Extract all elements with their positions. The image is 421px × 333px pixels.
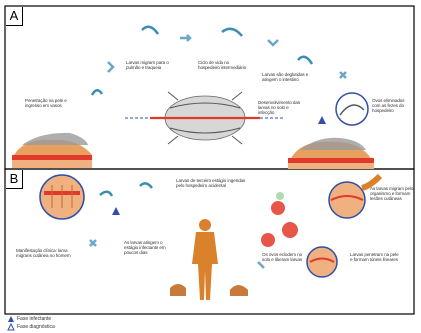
label-a-soil-development: Desenvolvimento das larvas no solo e inf… xyxy=(258,100,304,116)
legend-diagnostic-text: Fase diagnóstica xyxy=(17,324,55,330)
label-a-intestine: Larvas são deglutidas e atingem o intest… xyxy=(262,72,316,82)
label-b-eggs-hatch: Os ovos eclodem no solo e liberam larvas xyxy=(262,252,308,262)
panel-b-label: B xyxy=(6,170,23,189)
eggs-cluster xyxy=(261,192,298,247)
skin-inset-b-left xyxy=(40,175,120,219)
label-a-skin-penetration: Penetração na pele e ingresso em vasos xyxy=(25,98,83,108)
label-b-clinical: Manifestação clínica: larva migrans cutâ… xyxy=(16,248,78,258)
legend-infective-text: Fase infectante xyxy=(17,316,51,322)
label-a-lung-migration: Larvas migram para o pulmão e traqueia xyxy=(126,60,176,70)
skin-right-a xyxy=(288,138,374,169)
larvae-panel-b xyxy=(90,183,264,268)
label-b-accidental-host: Larvas de terceiro estágio ingeridas pel… xyxy=(176,178,246,188)
legend-diagnostic-icon xyxy=(8,324,14,330)
label-b-migration: As larvas migram pelo organismo e formam… xyxy=(370,186,414,202)
human-figure xyxy=(170,219,248,300)
legend-infective-icon xyxy=(8,316,14,322)
label-b-skin-tunnels: Larvas penetram na pele e formam túneis … xyxy=(350,252,400,262)
label-a-eggs: Ovos eliminados com as fezes do hospedei… xyxy=(372,98,412,114)
skin-inset-a xyxy=(318,93,368,125)
panel-a-label: A xyxy=(6,7,23,26)
label-b-infective-stage: As larvas atingem o estágio infectante e… xyxy=(124,240,170,256)
label-a-intermediate-host: Ciclo de vida no hospedeiro intermediári… xyxy=(198,60,248,70)
skin-left-a xyxy=(12,133,92,168)
